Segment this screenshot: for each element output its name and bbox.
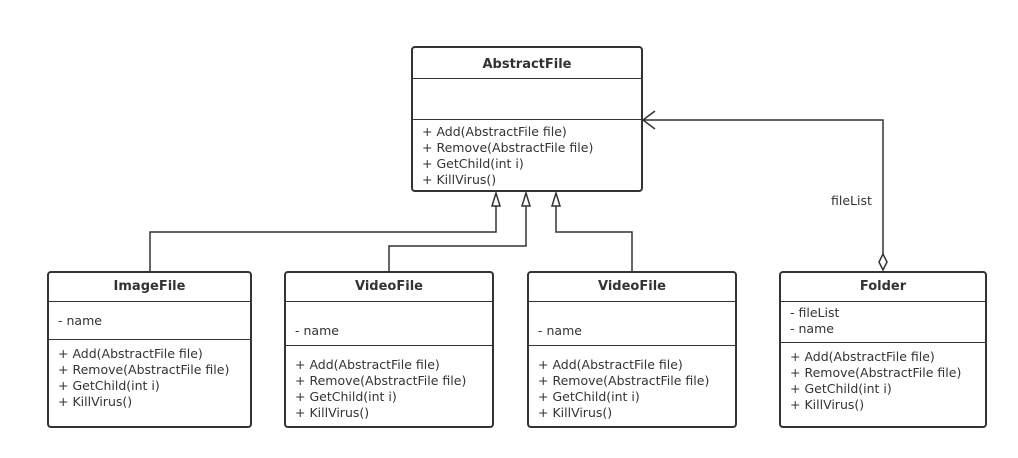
class-name-videofile: VideoFile (355, 279, 423, 294)
aggregation-diamond (878, 252, 888, 272)
attribute-name: - name (58, 313, 102, 328)
name-divider (49, 301, 250, 302)
generalization-imagefile (149, 206, 497, 272)
operation-remove: + Remove(AbstractFile file) (295, 373, 467, 388)
class-name-abstractfile: AbstractFile (482, 57, 572, 72)
operation-killvirus: + KillVirus() (295, 405, 370, 420)
class-name-folder: Folder (859, 279, 907, 294)
class-imagefile[interactable]: ImageFile - name + Add(AbstractFile file… (47, 271, 252, 428)
name-divider (781, 301, 985, 302)
class-videofile-1[interactable]: VideoFile - name + Add(AbstractFile file… (284, 271, 494, 428)
name-divider (286, 301, 492, 302)
operation-killvirus: + KillVirus() (58, 394, 133, 409)
attribute-name: - name (790, 321, 834, 336)
generalization-videofile-2 (555, 206, 633, 272)
operation-remove: + Remove(AbstractFile file) (538, 373, 710, 388)
operation-add: + Add(AbstractFile file) (538, 357, 683, 372)
operation-remove: + Remove(AbstractFile file) (58, 362, 230, 377)
attribute-name: - name (538, 323, 582, 338)
operation-remove: + Remove(AbstractFile file) (790, 365, 962, 380)
attributes-divider (413, 119, 641, 120)
attributes-divider (529, 345, 735, 346)
class-name-videofile: VideoFile (598, 279, 666, 294)
name-divider (529, 301, 735, 302)
operation-getchild: + GetChild(int i) (538, 389, 640, 404)
attributes-divider (286, 345, 492, 346)
operation-add: + Add(AbstractFile file) (295, 357, 440, 372)
generalization-videofile-1 (388, 206, 527, 272)
inheritance-arrowhead-videofile-2 (550, 190, 562, 207)
operation-killvirus: + KillVirus() (422, 172, 497, 187)
class-abstractfile[interactable]: AbstractFile + Add(AbstractFile file) + … (411, 46, 643, 192)
aggregation-label-filelist: fileList (831, 193, 872, 208)
class-videofile-2[interactable]: VideoFile - name + Add(AbstractFile file… (527, 271, 737, 428)
operation-getchild: + GetChild(int i) (422, 156, 524, 171)
inheritance-arrowhead-imagefile (490, 190, 502, 207)
operation-add: + Add(AbstractFile file) (422, 124, 567, 139)
operation-add: + Add(AbstractFile file) (58, 346, 203, 361)
aggregation-line-folder (643, 119, 884, 254)
attributes-divider (49, 339, 250, 340)
operation-getchild: + GetChild(int i) (295, 389, 397, 404)
attribute-filelist: - fileList (790, 305, 840, 320)
attributes-divider (781, 342, 985, 343)
aggregation-open-arrowhead (641, 110, 656, 130)
class-folder[interactable]: Folder - fileList - name + Add(AbstractF… (779, 271, 987, 428)
attribute-name: - name (295, 323, 339, 338)
operation-add: + Add(AbstractFile file) (790, 349, 935, 364)
operation-killvirus: + KillVirus() (790, 397, 865, 412)
operation-remove: + Remove(AbstractFile file) (422, 140, 594, 155)
class-name-imagefile: ImageFile (113, 279, 186, 294)
operation-getchild: + GetChild(int i) (790, 381, 892, 396)
operation-killvirus: + KillVirus() (538, 405, 613, 420)
inheritance-arrowhead-videofile-1 (520, 190, 532, 207)
operation-getchild: + GetChild(int i) (58, 378, 160, 393)
name-divider (413, 78, 641, 79)
